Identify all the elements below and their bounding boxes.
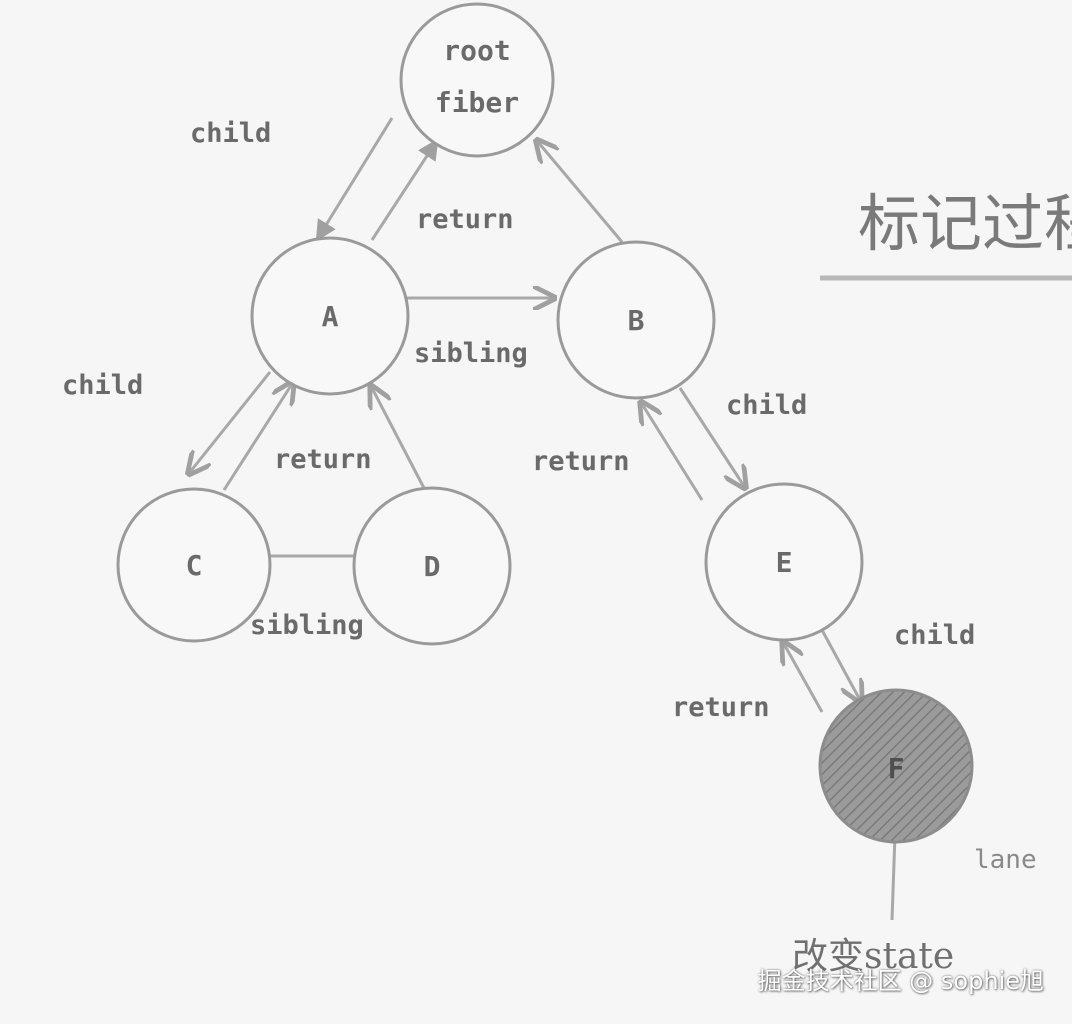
node-root-label-line1: root (443, 34, 510, 67)
edge-label-e-return: return (672, 692, 770, 723)
edge-a-to-root-return (370, 138, 439, 241)
node-d: D (352, 486, 512, 646)
watermark: 掘金技术社区 @ sophie旭 (757, 967, 1044, 995)
node-b-label: B (628, 304, 645, 337)
node-root-label-line2: fiber (435, 86, 519, 119)
node-a: A (250, 236, 410, 396)
edge-label-e-child: child (894, 620, 975, 651)
edge-label-b-child: child (726, 390, 807, 421)
edge-f-to-e-return (784, 644, 824, 713)
node-f-label: F (888, 752, 905, 785)
node-f-highlighted: F (818, 688, 974, 844)
lane-label: lane (974, 845, 1037, 875)
edge-a-to-c-child (190, 371, 272, 472)
edge-label-root-child: child (190, 118, 271, 149)
edge-label-root-return: return (416, 204, 514, 235)
edge-e-to-b-return (642, 404, 704, 501)
change-state-label: 改变state (792, 936, 954, 977)
node-c: C (116, 487, 272, 643)
edge-e-to-f-child (820, 629, 860, 700)
diagram-title: 标记过程 (858, 187, 1072, 260)
node-e: E (704, 482, 864, 642)
edge-label-b-return: return (532, 446, 630, 477)
edge-label-c-d-sibling: sibling (250, 610, 364, 641)
edge-label-a-return: return (274, 444, 372, 475)
node-a-label: A (322, 300, 339, 333)
edge-b-to-e-child (678, 387, 744, 486)
node-b: B (556, 240, 716, 400)
edge-root-to-a-child (315, 117, 394, 242)
node-c-label: C (186, 549, 203, 582)
edge-label-a-b-sibling: sibling (414, 338, 528, 369)
node-d-label: D (424, 550, 441, 583)
edge-d-to-a-return (372, 388, 428, 493)
node-e-label: E (776, 546, 793, 579)
edge-c-to-a-return (222, 384, 292, 491)
edge-b-to-root-return (538, 142, 624, 243)
edge-label-a-child: child (62, 370, 143, 401)
node-root: root fiber (399, 2, 555, 158)
